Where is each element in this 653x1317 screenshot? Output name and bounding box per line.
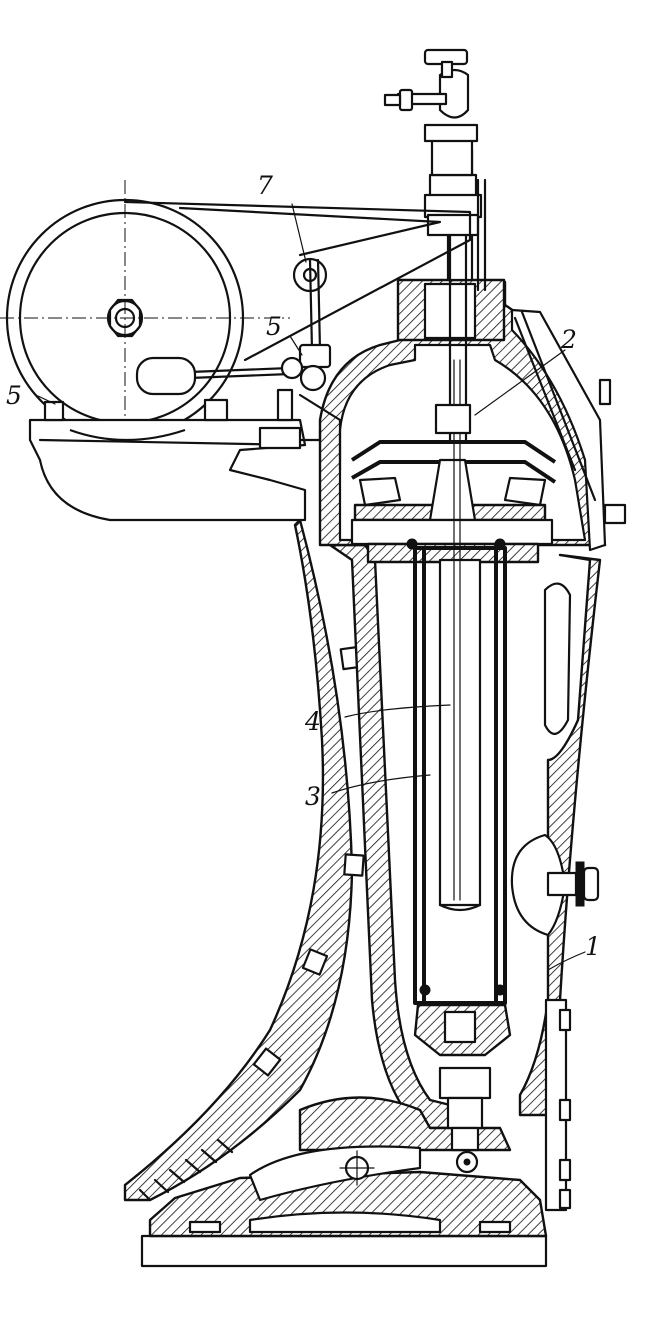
tube-assembly: [413, 359, 512, 1057]
bottom-outlet: [339, 1066, 492, 1186]
front-arm: [123, 518, 365, 1202]
side-knob: [510, 833, 600, 937]
label-lever-valve: 5: [266, 312, 282, 341]
roller-valve-assembly: [258, 257, 342, 472]
label-upper-chamber: 2: [560, 325, 577, 354]
piston-assembly: [350, 440, 557, 564]
leader-lines: [37, 203, 586, 971]
label-inner-tube: 4: [304, 707, 321, 736]
label-roller: 7: [257, 171, 273, 200]
label-body: 1: [585, 932, 601, 961]
label-glass-tube: 3: [305, 782, 321, 811]
pulley-assembly: [0, 180, 472, 522]
part-labels: 7 5 2 5 4 3 1: [6, 171, 601, 961]
label-pulley: 5: [6, 381, 22, 410]
base-plate: [140, 1170, 548, 1268]
